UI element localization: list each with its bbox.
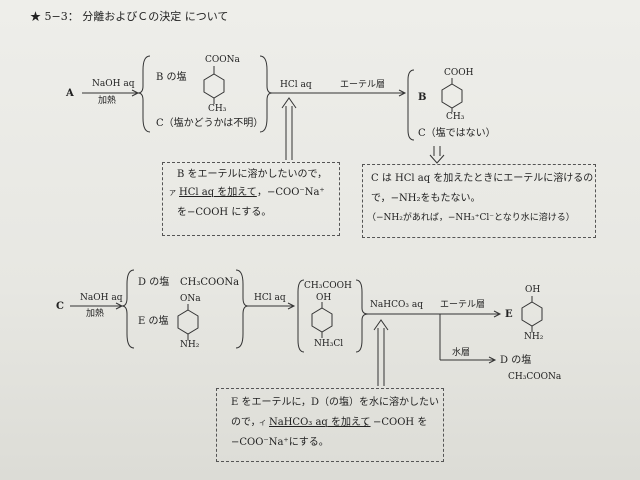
brace-bottom-mid3 (355, 279, 369, 353)
label-c: C (56, 301, 64, 312)
d-salt-label: D の塩 (138, 277, 170, 288)
box2-line2: で，−NH₂をもたない。 (371, 193, 481, 204)
reagent-nahco3: NaHCO₃ aq (370, 300, 423, 310)
heat-top: 加熱 (98, 96, 117, 106)
benzene-e-salt (177, 304, 199, 340)
e-top: OH (525, 285, 541, 295)
benzene-b-salt (203, 66, 225, 104)
water-layer: 水層 (452, 348, 471, 358)
box2-line3: （−NH₂があれば，−NH₃⁺Cl⁻となり水に溶ける） (367, 213, 575, 223)
e-salt-top: ONa (180, 294, 201, 304)
b-salt-label: B の塩 (156, 72, 187, 83)
e-salt-bot: NH₂ (180, 340, 200, 350)
reagent-hcl-bottom: HCl aq (254, 293, 286, 303)
brace-bottom-left (121, 269, 135, 349)
brace-top-result (407, 69, 415, 141)
arrow-hcl-top (272, 89, 407, 97)
d-salt-formula: CH₃COONa (180, 277, 240, 288)
box1-line3: を−COOH にする。 (177, 207, 272, 218)
box3-line2b: NaHCO₃ aq を加えて (269, 417, 371, 428)
hollow-arrow-up-bottom (373, 319, 389, 386)
benzene-b (441, 78, 463, 112)
note-box-1: B をエーテルに溶かしたいので， ア HCl aq を加えて ，−COO⁻Na⁺… (162, 162, 340, 236)
brace-bottom-mid2 (297, 279, 305, 353)
ether-layer-top: エーテル層 (340, 80, 386, 90)
note-box-2: C は HCl aq を加えたときにエーテルに溶けるの で，−NH₂をもたない。… (362, 164, 596, 238)
reagent-hcl-top: HCl aq (280, 80, 312, 90)
box3-mark: イ (259, 419, 266, 427)
box3-line1: E をエーテルに，D（の塩）を水に溶かしたい (231, 397, 439, 408)
box1-line2a: HCl aq を加えて (179, 187, 257, 198)
note-box-3: E をエーテルに，D（の塩）を水に溶かしたい ので， イ NaHCO₃ aq を… (216, 388, 444, 462)
d2-salt-formula: CH₃COONa (508, 372, 562, 382)
ether-layer-bottom: エーテル層 (440, 300, 486, 310)
b-salt-group: COONa (205, 55, 240, 65)
arrow-water (439, 314, 497, 364)
box3-line3: −COO⁻Na⁺にする。 (231, 437, 329, 448)
arrow-hcl-bottom (248, 302, 296, 310)
box2-line1: C は HCl aq を加えたときにエーテルに溶けるの (371, 173, 594, 184)
brace-top-left (137, 55, 151, 133)
box1-mark: ア (169, 189, 176, 197)
reagent-naoh-bottom: NaOH aq (80, 293, 123, 303)
benzene-e (521, 296, 543, 332)
reagent-naoh-top: NaOH aq (92, 79, 135, 89)
label-e: E (505, 309, 513, 320)
box1-line2b: ，−COO⁻Na⁺ (257, 187, 325, 198)
b-group: COOH (444, 68, 474, 78)
box3-line2a: ので， (231, 417, 261, 428)
label-a: A (66, 88, 74, 99)
page-title: ★ 5−3： 分離およびＣの決定 について (30, 10, 229, 23)
box3-line2c: ，−COOH を (363, 417, 428, 428)
mid-top: OH (316, 293, 332, 303)
b-sub: CH₃ (446, 112, 465, 122)
hollow-arrow-down-top (429, 146, 445, 164)
benzene-mid (311, 302, 333, 338)
label-b: B (418, 92, 427, 103)
c2-note: C（塩ではない） (418, 128, 496, 139)
c-note: C（塩かどうかは不明） (156, 118, 264, 129)
mid-formula: CH₃COOH (304, 281, 352, 291)
heat-bottom: 加熱 (86, 309, 105, 319)
hollow-arrow-up-top (281, 97, 297, 160)
b-salt-sub: CH₃ (208, 104, 227, 114)
e-salt-label: E の塩 (138, 316, 169, 327)
e-bot: NH₂ (524, 332, 544, 342)
box1-line1: B をエーテルに溶かしたいので， (177, 169, 328, 180)
arrow-nahco3 (368, 310, 502, 318)
d2-salt-label: D の塩 (500, 355, 532, 366)
mid-bot: NH₃Cl (314, 339, 344, 349)
